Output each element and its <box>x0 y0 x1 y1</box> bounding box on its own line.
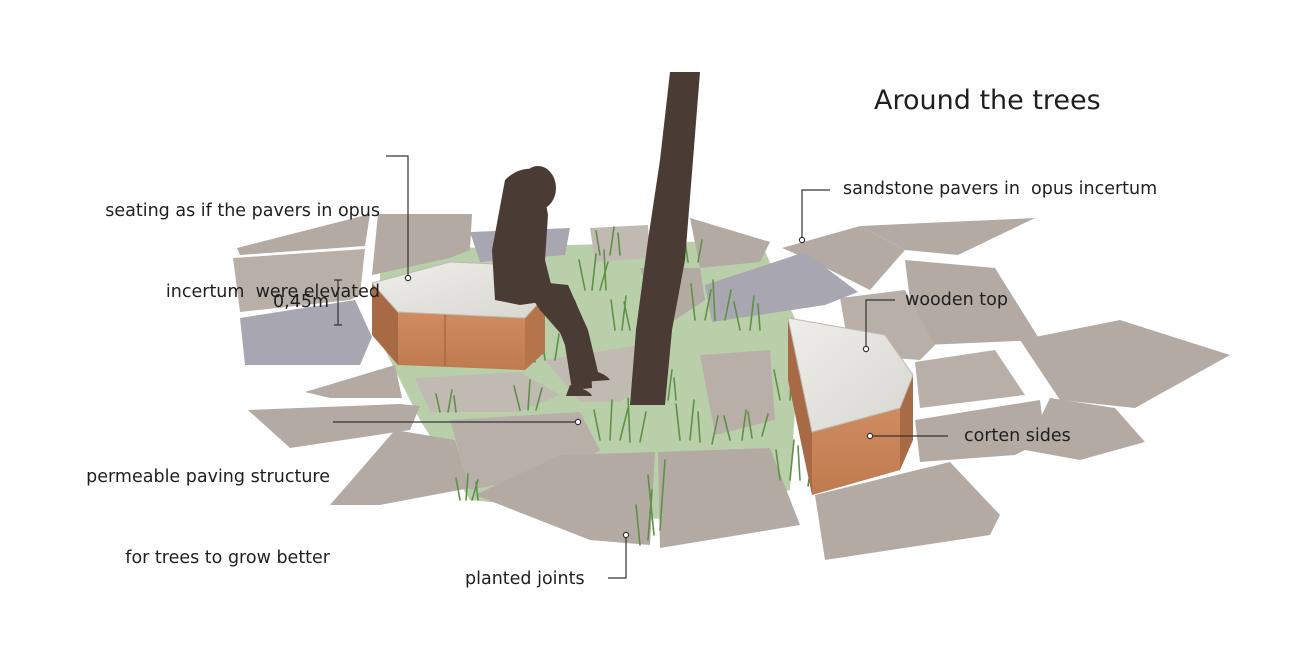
paver <box>237 214 370 255</box>
paver <box>372 214 472 275</box>
paver <box>860 218 1035 255</box>
paver <box>475 452 655 545</box>
paver <box>700 350 775 435</box>
corten-side <box>788 318 812 495</box>
label-planted-joints: planted joints <box>465 569 585 589</box>
sandstone-pavers <box>233 214 1230 560</box>
paver <box>705 252 858 322</box>
paver <box>1025 398 1145 460</box>
right-bench <box>787 317 914 495</box>
paver <box>415 372 560 412</box>
diagram-title: Around the trees <box>874 85 1101 116</box>
label-seating-line1: seating as if the pavers in opus <box>105 201 380 221</box>
grass-tufts <box>435 226 813 546</box>
corten-side <box>812 408 900 495</box>
callout-dots <box>404 236 874 539</box>
corten-side <box>372 283 398 365</box>
label-height: 0,45m <box>273 292 330 312</box>
paver <box>915 350 1025 408</box>
label-permeable-line2: for trees to grow better <box>125 548 330 568</box>
paver <box>815 462 1000 560</box>
tree-trunk <box>630 72 700 405</box>
paver <box>658 448 800 548</box>
label-permeable-line1: permeable paving structure <box>86 467 330 487</box>
label-sandstone-pavers: sandstone pavers in opus incertum <box>843 179 1158 199</box>
paver <box>248 404 420 448</box>
label-corten-sides: corten sides <box>964 426 1071 446</box>
paver <box>905 260 1040 345</box>
label-seating-line2: incertum were elevated <box>165 282 380 302</box>
paver <box>305 365 402 398</box>
label-permeable: permeable paving structure for trees to … <box>10 410 330 599</box>
callout-lines <box>333 155 948 579</box>
person-silhouette <box>492 166 610 396</box>
paver <box>782 226 905 290</box>
paver <box>240 300 372 365</box>
paver <box>915 400 1045 462</box>
paver <box>330 430 470 505</box>
paver <box>1020 320 1230 408</box>
paver <box>590 225 650 262</box>
paver <box>690 218 770 268</box>
label-wooden-top: wooden top <box>905 290 1008 310</box>
corten-side <box>525 296 545 370</box>
paver <box>233 249 365 312</box>
wooden-top <box>787 317 914 433</box>
corten-side <box>398 312 525 370</box>
corten-side <box>900 375 913 470</box>
label-seating: seating as if the pavers in opus incertu… <box>60 144 380 333</box>
